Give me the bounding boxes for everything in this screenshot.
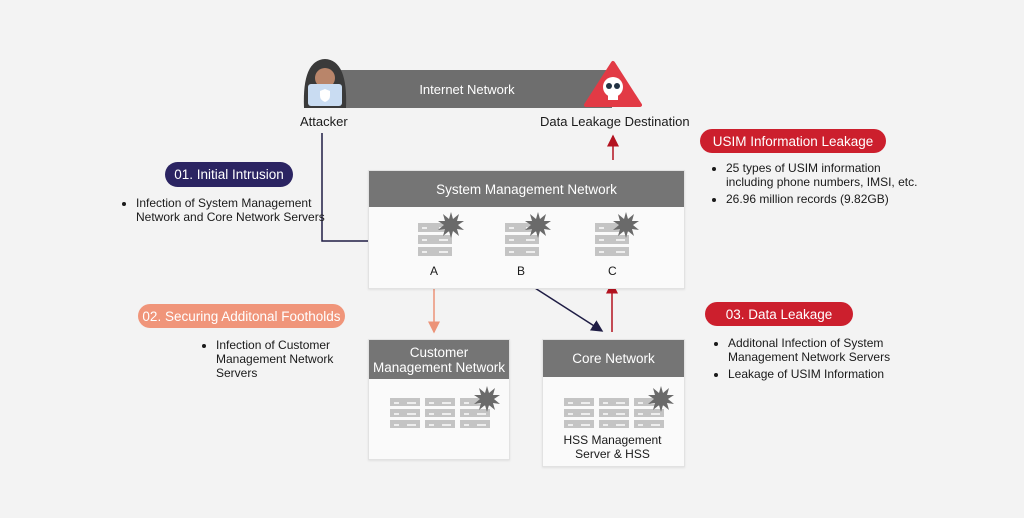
initial-intrusion-badge: 01. Initial Intrusion — [165, 162, 293, 187]
infection-burst-icon — [474, 386, 500, 412]
skull-warning-icon — [584, 61, 642, 107]
server-icon — [425, 398, 455, 431]
bullet: 25 types of USIM information including p… — [726, 161, 926, 189]
server-icon — [390, 398, 420, 431]
server-b-label: B — [517, 264, 526, 278]
infection-burst-icon — [438, 212, 464, 238]
initial-bullets: Infection of System Management Network a… — [126, 196, 326, 227]
footholds-bullets: Infection of Customer Management Network… — [206, 338, 336, 383]
internet-network-bar: Internet Network — [322, 70, 612, 108]
server-icon — [599, 398, 629, 431]
server-icon — [564, 398, 594, 431]
infection-burst-icon — [613, 212, 639, 238]
core-network-title: Core Network — [543, 340, 684, 377]
bullet: Additonal Infection of System Management… — [728, 336, 918, 364]
server-c-label: C — [608, 264, 617, 278]
leakage-bullets: Additonal Infection of System Management… — [718, 336, 918, 384]
usim-bullets: 25 types of USIM information including p… — [716, 161, 926, 209]
bullet: Leakage of USIM Information — [728, 367, 918, 381]
bullet: 26.96 million records (9.82GB) — [726, 192, 926, 206]
hacker-laptop-icon — [303, 59, 347, 108]
hss-caption: HSS Management Server & HSS — [563, 433, 662, 461]
server-a-label: A — [430, 264, 439, 278]
customer-network-title: Customer Management Network — [369, 340, 509, 379]
bullet: Infection of System Management Network a… — [136, 196, 326, 224]
bullet: Infection of Customer Management Network… — [216, 338, 336, 380]
attacker-label: Attacker — [300, 114, 348, 129]
system-network-title: System Management Network — [369, 171, 684, 207]
data-leakage-badge: 03. Data Leakage — [705, 302, 853, 326]
usim-leakage-badge: USIM Information Leakage — [700, 129, 886, 153]
infection-burst-icon — [648, 386, 674, 412]
footholds-badge: 02. Securing Additonal Footholds — [138, 304, 345, 328]
arrow-b-to-core — [523, 280, 604, 332]
infection-burst-icon — [525, 212, 551, 238]
destination-label: Data Leakage Destination — [540, 114, 690, 129]
